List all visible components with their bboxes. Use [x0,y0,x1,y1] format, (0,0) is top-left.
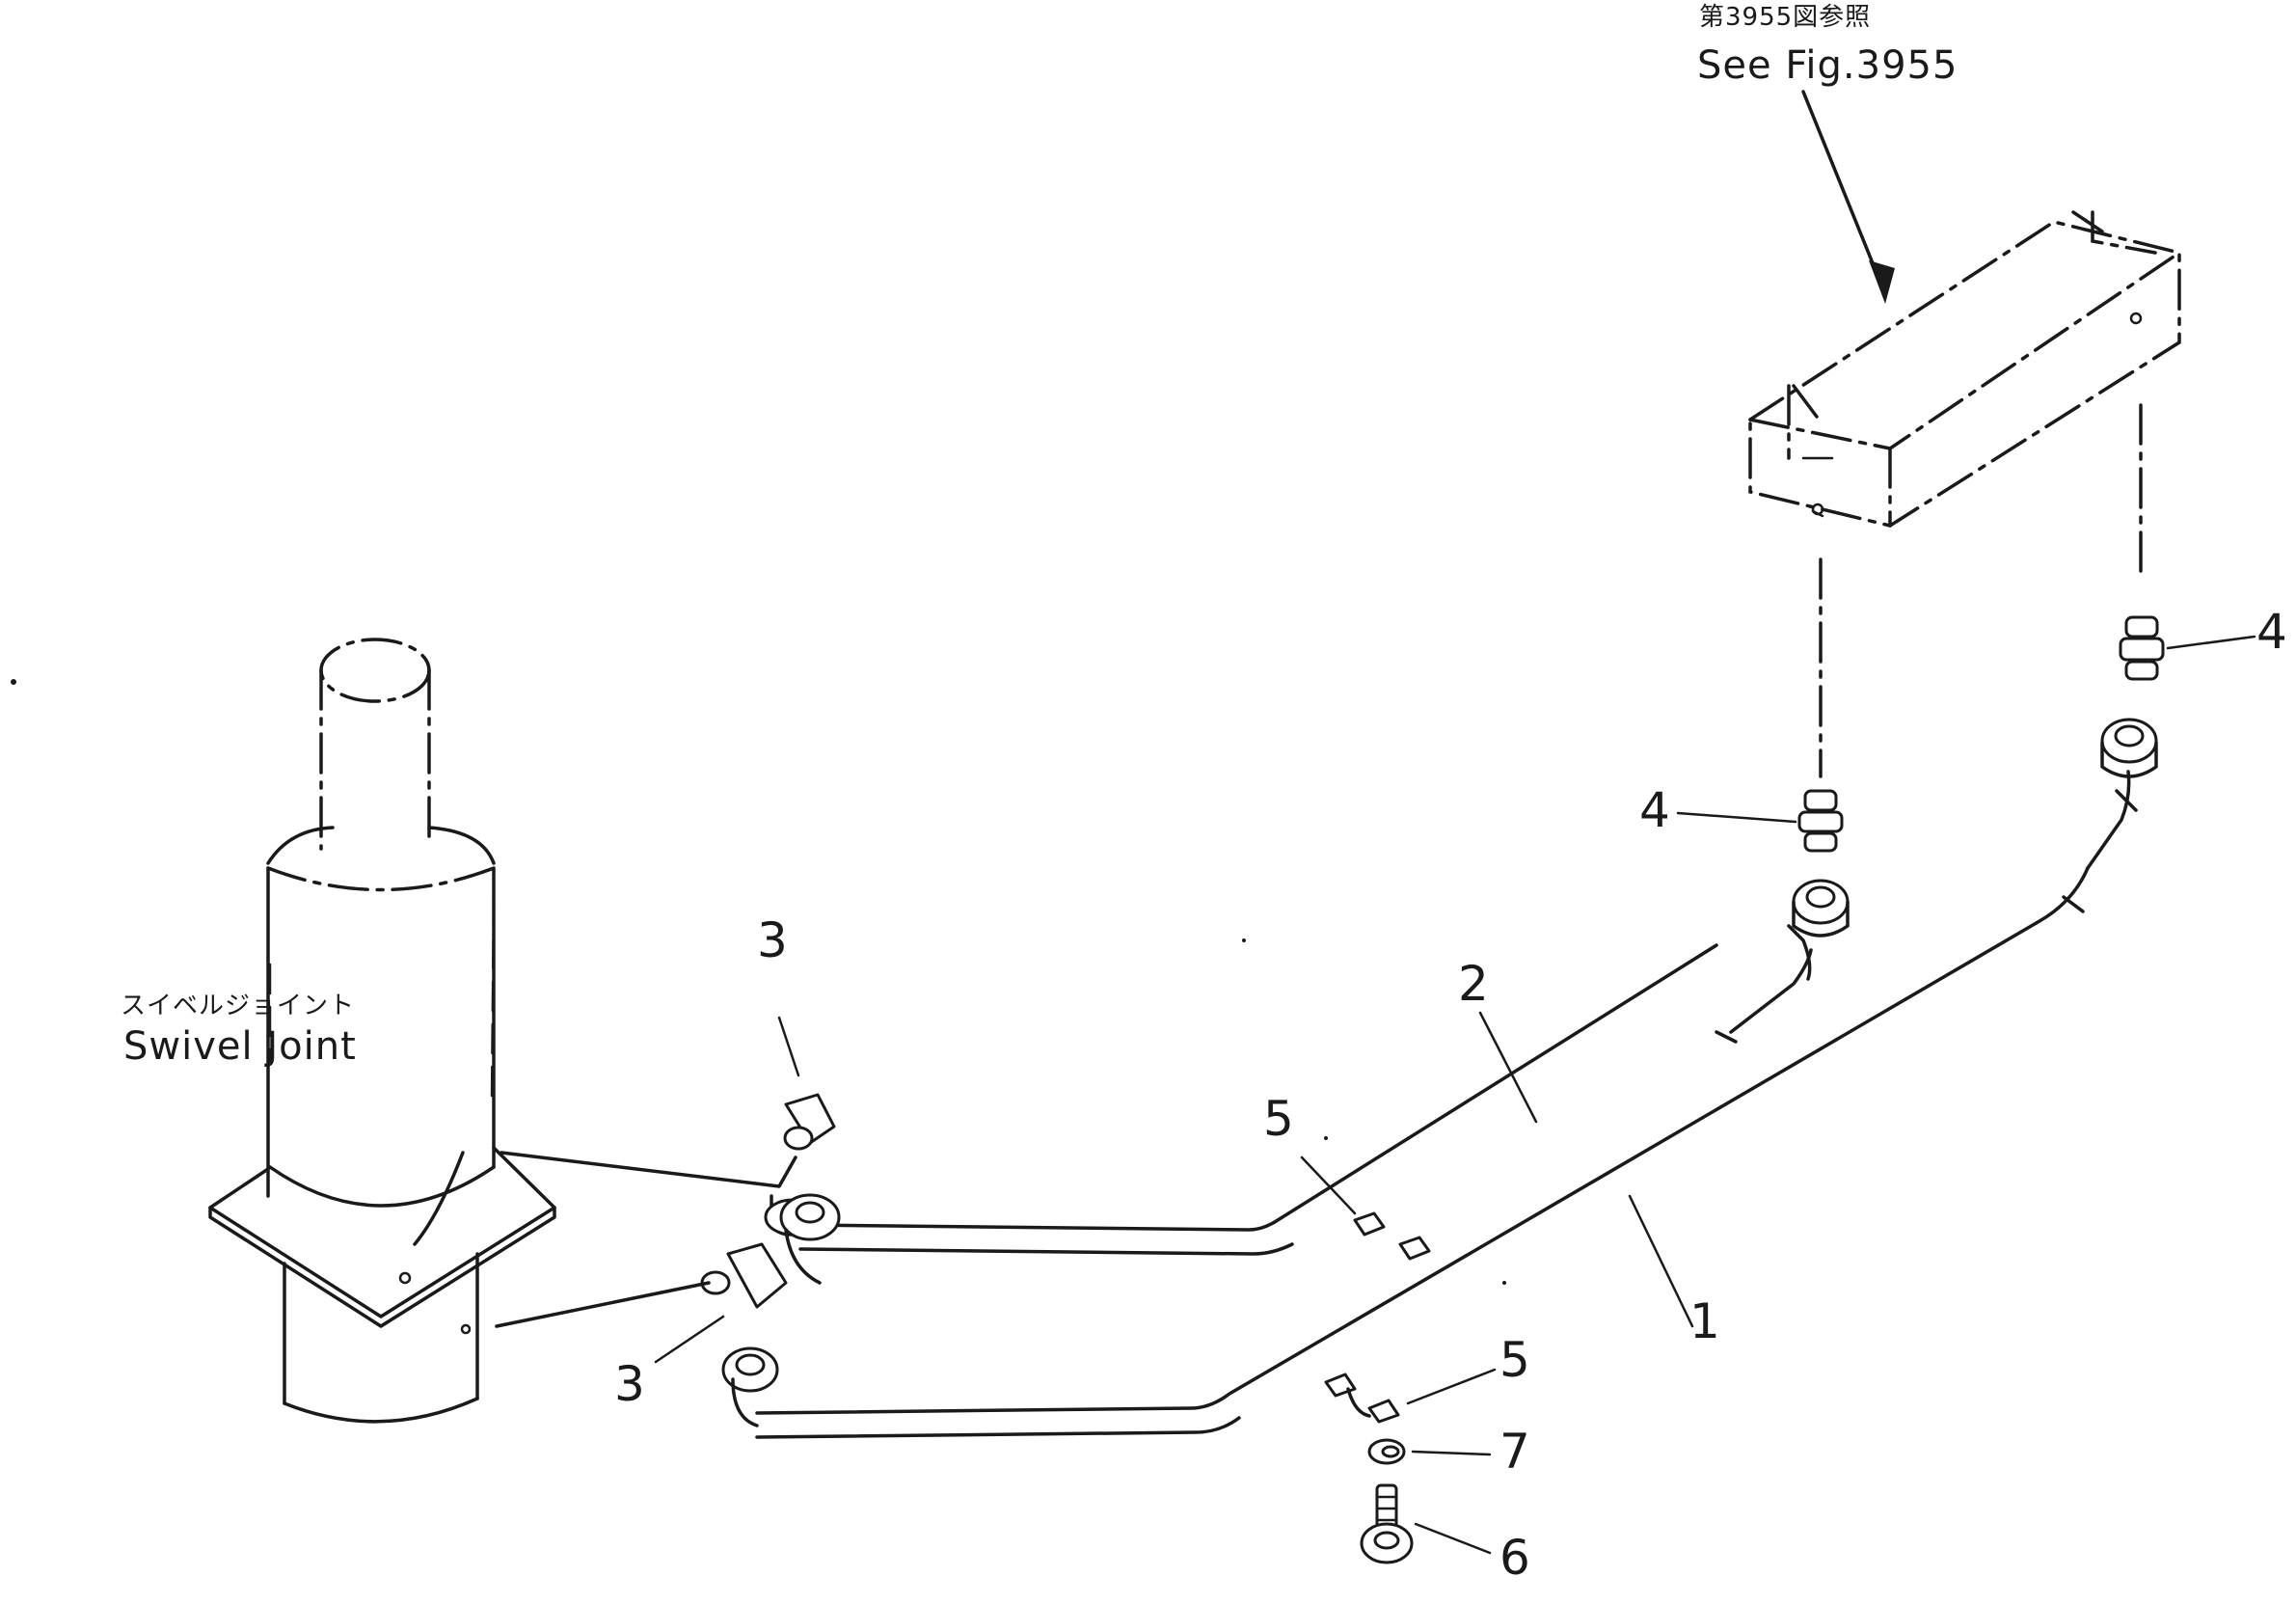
callout-3-upper: 3 [757,912,788,968]
callout-3-lower: 3 [614,1356,645,1412]
hose-1 [721,718,2158,1439]
callout-7: 7 [1499,1424,1530,1480]
connector-left [1797,789,1844,853]
callout-4-left: 4 [1639,782,1670,838]
washer [1367,1438,1406,1465]
reference-arrow [1801,90,1895,304]
elbow-upper-connection [500,1151,797,1188]
hose-2 [764,879,1850,1256]
callout-5-upper: 5 [1263,1091,1294,1147]
callout-4-right: 4 [2256,604,2287,660]
hose-2-end-fitting [779,1193,841,1285]
swivel-joint-label-japanese: スイベルジョイント [121,992,356,1020]
bolt [1360,1483,1414,1564]
connector-right [2119,615,2165,681]
callout-5-lower: 5 [1499,1332,1530,1388]
control-valve-box [1748,210,2181,528]
reference-note-japanese: 第3955図参照 [1699,3,1872,32]
elbow-lower-connection [495,1281,711,1328]
elbow-upper [783,1093,836,1151]
callout-leaders [654,635,2256,1555]
swivel-joint-label: Swivel Joint [123,1024,357,1069]
callout-2: 2 [1458,956,1489,1012]
clamp-lower [1324,1373,1400,1424]
callout-6: 6 [1499,1530,1530,1586]
callout-1: 1 [1689,1293,1720,1349]
elbow-lower [700,1242,788,1309]
swivel-joint [208,638,556,1424]
reference-figure-label: See Fig.3955 [1697,43,1958,88]
clamp-upper [1353,1211,1431,1261]
